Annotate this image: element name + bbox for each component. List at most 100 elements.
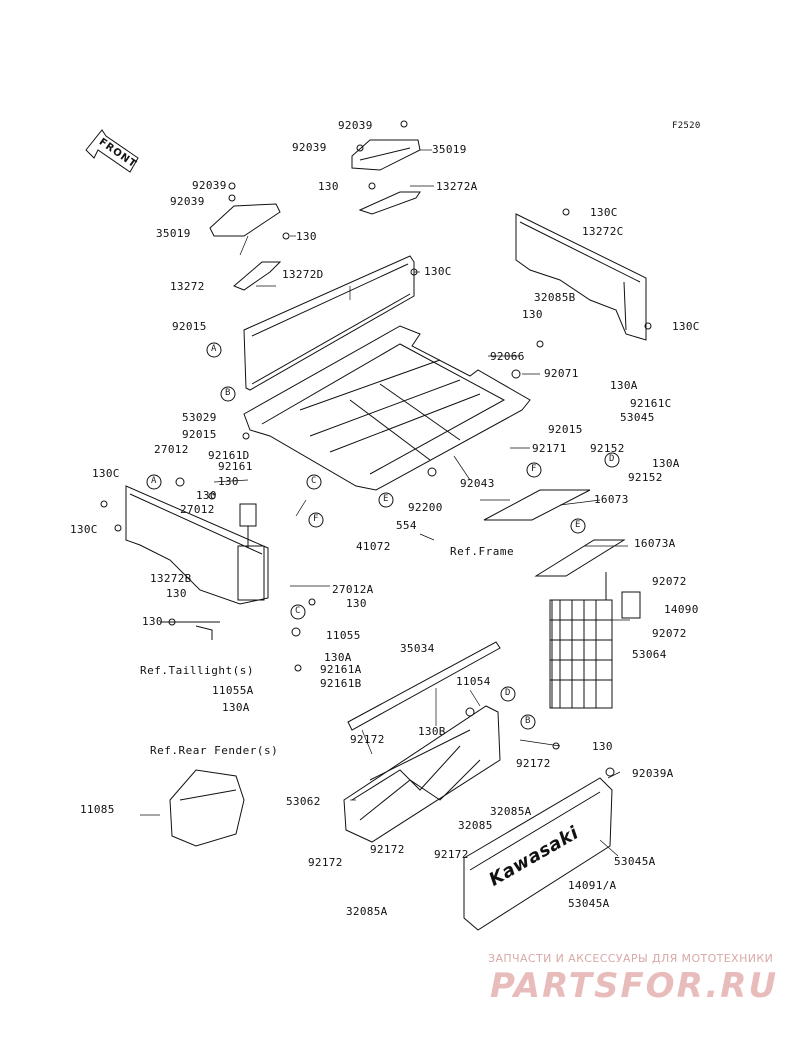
side-panel-13272C (515, 213, 647, 341)
part-label: 130C (92, 467, 120, 480)
part-label: 554 (396, 519, 417, 532)
part-label: 92066 (490, 350, 525, 363)
part-label: 130C (672, 320, 700, 333)
callout-b-1: B (225, 388, 231, 398)
front-panel-13272D (243, 255, 415, 391)
part-label: 92152 (590, 442, 625, 455)
part-label: 32085A (490, 805, 532, 818)
ref-frame: Ref.Frame (450, 545, 515, 558)
part-label: 53062 (286, 795, 321, 808)
part-label: 130C (424, 265, 452, 278)
part-label: 92161B (320, 677, 362, 690)
part-label: 27012A (332, 583, 374, 596)
part-label: 53045A (568, 897, 610, 910)
part-label: 92015 (182, 428, 217, 441)
taillight-bracket (160, 621, 220, 640)
bracket-13272A (358, 191, 421, 215)
part-label: 35019 (432, 143, 467, 156)
part-label: 32085A (346, 905, 388, 918)
part-label: 130C (590, 206, 618, 219)
part-label: 130A (324, 651, 352, 664)
part-label: 41072 (356, 540, 391, 553)
part-label: 53064 (632, 648, 667, 661)
mat-16073 (483, 489, 591, 521)
callout-d-2: D (505, 688, 511, 698)
part-label: 92161 (218, 460, 253, 473)
part-label: 11085 (80, 803, 115, 816)
bracket-35019-top (351, 139, 421, 171)
part-label: 92043 (460, 477, 495, 490)
callout-b-2: B (525, 716, 531, 726)
part-label: 130 (166, 587, 187, 600)
part-label: 13272A (436, 180, 478, 193)
part-label: 92171 (532, 442, 567, 455)
watermark-logo: PARTSFOR.RU (490, 966, 779, 1006)
watermark-tagline: ЗАПЧАСТИ И АКСЕССУАРЫ ДЛЯ МОТОТЕХНИКИ (488, 952, 774, 965)
bracket-13272 (233, 261, 282, 291)
cargo-bed-53029 (243, 325, 531, 491)
part-label: 92161A (320, 663, 362, 676)
side-panel-13272B (125, 485, 269, 605)
part-label: 16073 (594, 493, 629, 506)
part-label: 14091/A (568, 879, 617, 892)
tailgate-outer-14091 (463, 777, 613, 931)
part-label: 32085B (534, 291, 576, 304)
part-label: 92172 (350, 733, 385, 746)
part-label: 130 (318, 180, 339, 193)
part-label: 92039 (170, 195, 205, 208)
latch-27012 (239, 503, 257, 548)
part-label: 53029 (182, 411, 217, 424)
part-label: 130 (218, 475, 239, 488)
part-label: 16073A (634, 537, 676, 550)
part-label: 130 (142, 615, 163, 628)
part-label: 13272D (282, 268, 324, 281)
part-label: 92152 (628, 471, 663, 484)
net-53064 (549, 572, 613, 709)
part-label: 130 (296, 230, 317, 243)
callout-d-1: D (609, 454, 615, 464)
part-label: 32085 (458, 819, 493, 832)
ref-rear-fender: Ref.Rear Fender(s) (150, 744, 279, 757)
part-label: 27012 (154, 443, 189, 456)
rail-35034 (347, 641, 501, 731)
part-label: 92172 (308, 856, 343, 869)
part-label: 130A (652, 457, 680, 470)
part-label: 92072 (652, 575, 687, 588)
part-label: 92172 (370, 843, 405, 856)
part-label: 130A (222, 701, 250, 714)
part-label: 14090 (664, 603, 699, 616)
part-label: 130A (610, 379, 638, 392)
part-label: 53045A (614, 855, 656, 868)
callout-e-2: E (575, 520, 581, 530)
part-label: 13272B (150, 572, 192, 585)
part-label: 27012 (180, 503, 215, 516)
part-label: 53045 (620, 411, 655, 424)
part-label: 92161C (630, 397, 672, 410)
callout-e-1: E (383, 494, 389, 504)
mat-16073A (534, 539, 626, 577)
part-label: 35019 (156, 227, 191, 240)
part-label: 13272 (170, 280, 205, 293)
ref-taillight: Ref.Taillight(s) (140, 664, 254, 677)
part-label: 92172 (434, 848, 469, 861)
part-label: 130 (522, 308, 543, 321)
callout-a-2: A (151, 476, 157, 486)
tailgate-53062 (343, 705, 501, 843)
callout-f-2: F (531, 464, 537, 474)
part-label: 92039A (632, 767, 674, 780)
bracket-35019-left (209, 203, 281, 237)
part-label: 11055 (326, 629, 361, 642)
callout-c-1: C (311, 476, 317, 486)
part-label: 130 (592, 740, 613, 753)
callout-c-2: C (295, 606, 301, 616)
part-label: 92161D (208, 449, 250, 462)
callout-a-1: A (211, 344, 217, 354)
part-label: 92015 (172, 320, 207, 333)
part-label: 11055A (212, 684, 254, 697)
rear-fender (169, 769, 245, 847)
part-label: 130 (196, 489, 217, 502)
part-label: 92200 (408, 501, 443, 514)
part-label: 11054 (456, 675, 491, 688)
